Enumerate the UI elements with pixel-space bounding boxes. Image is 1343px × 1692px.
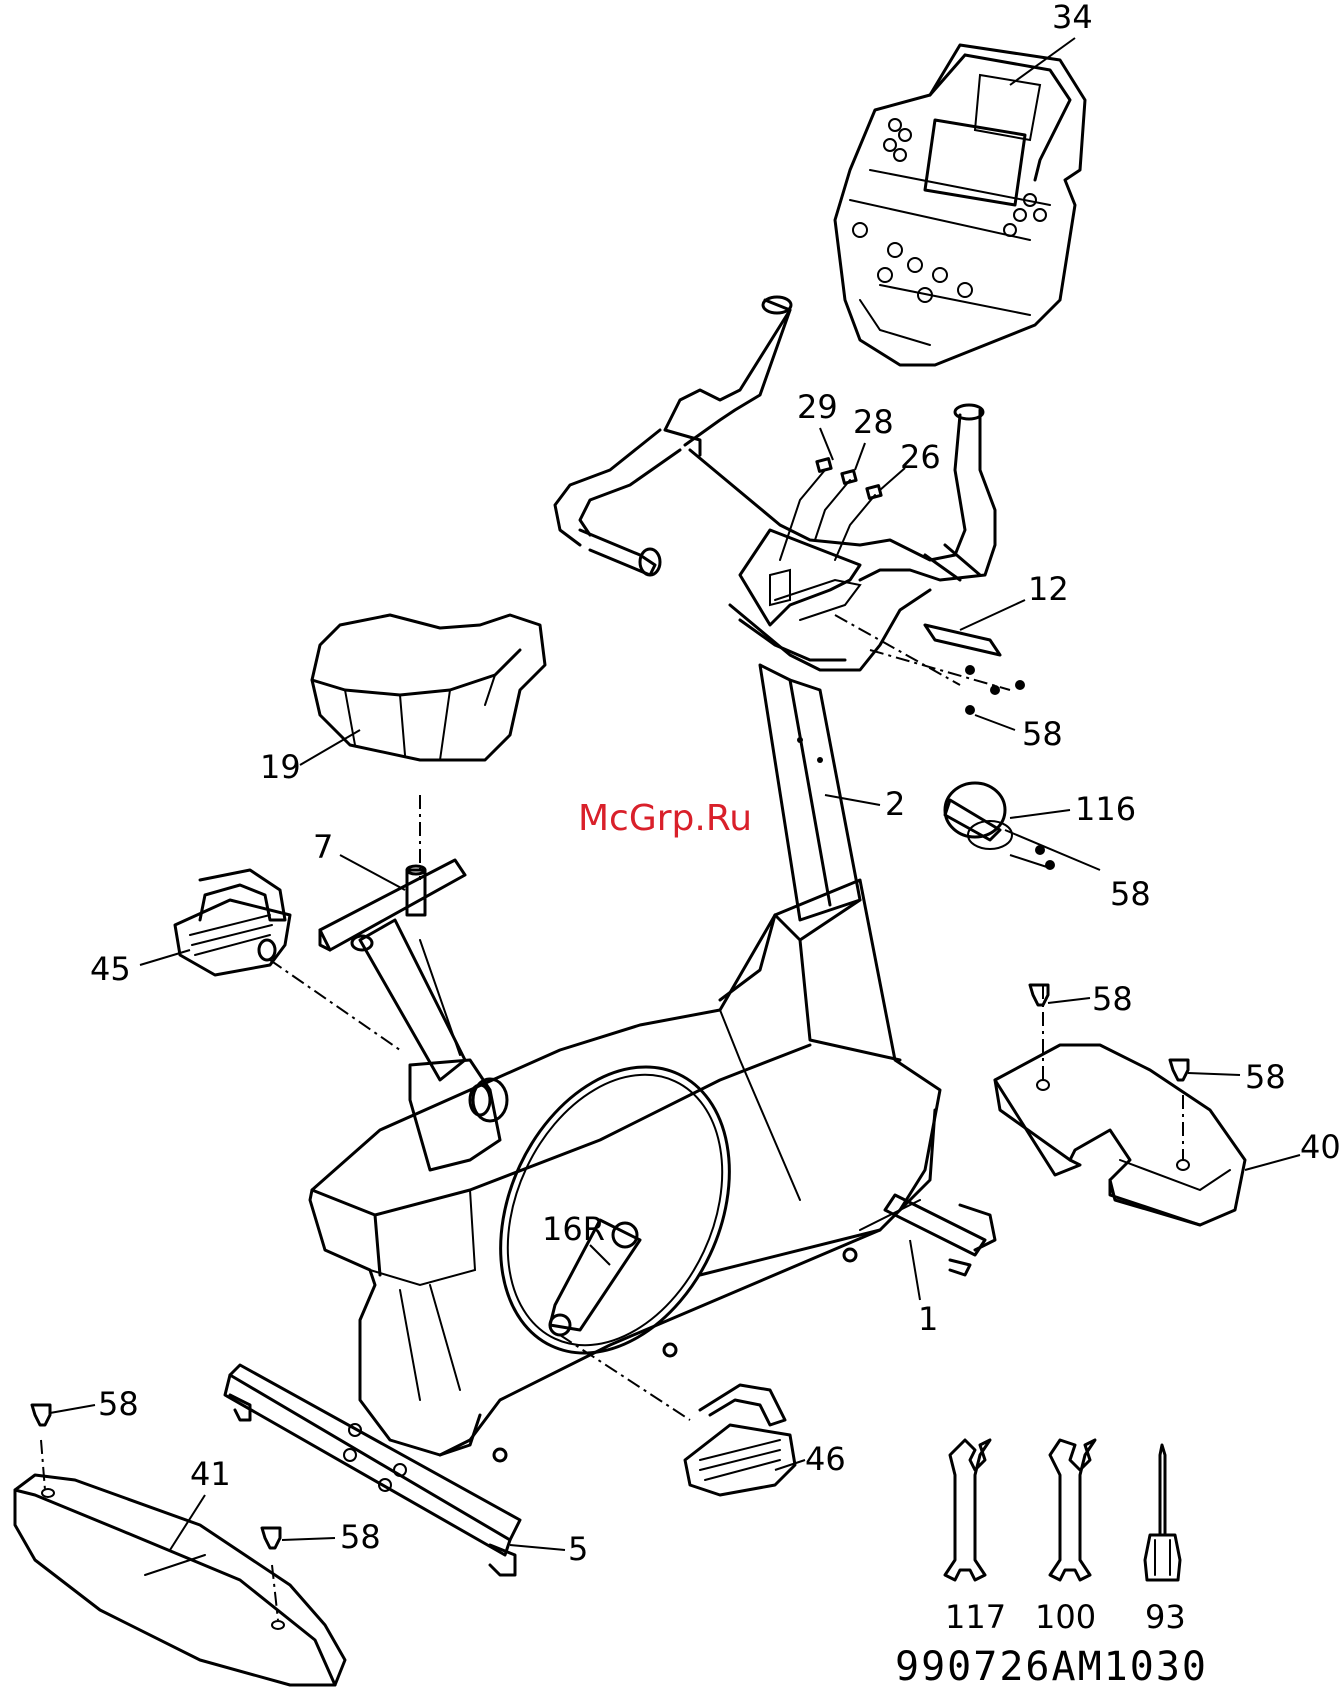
callout-100: 100 bbox=[1035, 1598, 1096, 1636]
left-pedal-part-45 bbox=[175, 870, 400, 1050]
callout-7: 7 bbox=[313, 828, 333, 866]
callout-12: 12 bbox=[1028, 570, 1069, 608]
callout-58-l2: 58 bbox=[340, 1518, 381, 1556]
callout-93: 93 bbox=[1145, 1598, 1186, 1636]
right-pedal-part-46 bbox=[560, 1335, 795, 1495]
callout-46: 46 bbox=[805, 1440, 846, 1478]
callout-117: 117 bbox=[945, 1598, 1006, 1636]
upright-post-part-2 bbox=[760, 665, 860, 920]
callout-58-knob: 58 bbox=[1110, 875, 1151, 913]
callout-26: 26 bbox=[900, 438, 941, 476]
drawing-code: 990726AM1030 bbox=[895, 1644, 1208, 1690]
rear-cover-part-40 bbox=[995, 985, 1245, 1225]
callout-58-l1: 58 bbox=[98, 1385, 139, 1423]
callout-28: 28 bbox=[853, 403, 894, 441]
callout-58-bracket: 58 bbox=[1022, 715, 1063, 753]
callout-41: 41 bbox=[190, 1455, 231, 1493]
callout-45: 45 bbox=[90, 950, 131, 988]
seat-post-part-7 bbox=[320, 860, 507, 1170]
callout-5: 5 bbox=[568, 1530, 588, 1568]
callout-34: 34 bbox=[1052, 0, 1093, 36]
callout-40: 40 bbox=[1300, 1128, 1341, 1166]
callout-29: 29 bbox=[797, 388, 838, 426]
callout-2: 2 bbox=[885, 785, 905, 823]
callout-1: 1 bbox=[918, 1300, 938, 1338]
wrench-117 bbox=[945, 1440, 990, 1580]
handlebar-bracket bbox=[740, 530, 1025, 715]
console-part-34 bbox=[835, 45, 1085, 365]
callout-16r: 16R bbox=[542, 1210, 605, 1248]
front-cover-part-41 bbox=[15, 1405, 345, 1685]
callout-58-r1: 58 bbox=[1092, 980, 1133, 1018]
crank-arm-part-16r bbox=[456, 1030, 773, 1391]
tools bbox=[945, 1440, 1180, 1580]
handlebar-assembly bbox=[555, 297, 995, 670]
callout-58-r2: 58 bbox=[1245, 1058, 1286, 1096]
seat-part-19 bbox=[312, 615, 545, 880]
callout-19: 19 bbox=[260, 748, 301, 786]
main-frame-part-1 bbox=[310, 880, 940, 1461]
screwdriver-93 bbox=[1160, 1445, 1165, 1535]
callout-116: 116 bbox=[1075, 790, 1136, 828]
wrench-100 bbox=[1050, 1440, 1095, 1580]
watermark: McGrp.Ru bbox=[578, 798, 752, 839]
